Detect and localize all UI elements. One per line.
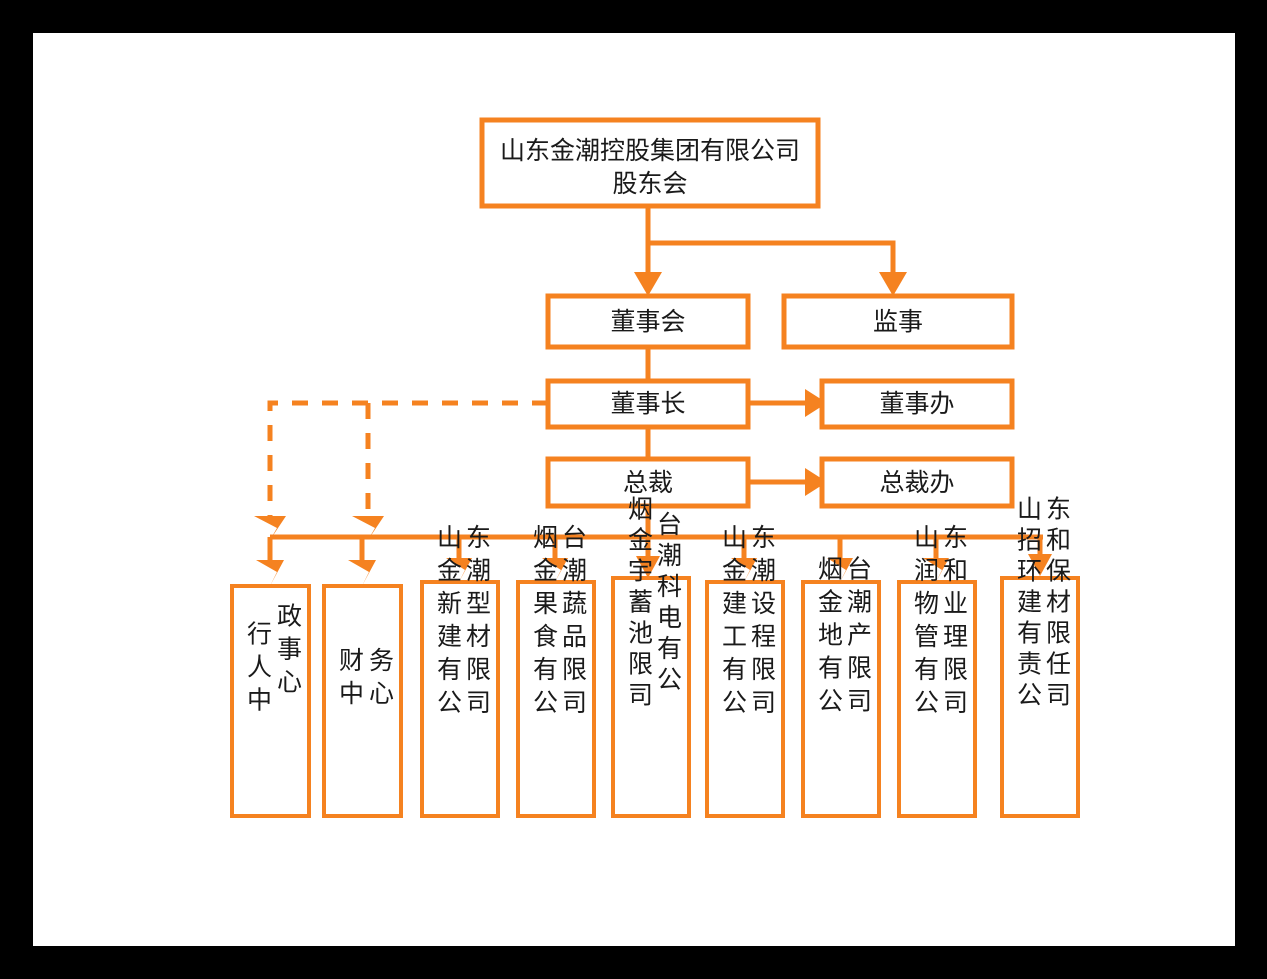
diagram-canvas: 山东金潮控股集团有限公司 股东会 董事会 监事 董事长 董事办 [33,33,1235,946]
arrowhead-leaf-6 [731,558,757,582]
leaf-node-5[interactable]: 烟金宇蓄池限司 台潮科电有公 [611,496,691,818]
leaf-node-8-box[interactable] [897,580,977,818]
node-board-box[interactable] [545,293,751,350]
leaf-node-1-col-left: 行人中 [244,621,273,720]
leaf-node-8-col-left: 山润物管有公 [911,524,940,722]
leaf-node-9-box[interactable] [1000,576,1080,818]
node-president-office-box[interactable] [819,456,1015,509]
leaf-node-5-col-right: 台潮科电有公 [654,511,683,697]
leaf-node-4-col-left: 烟金果食有公 [530,524,559,722]
arrowhead-leaf-4 [542,558,568,582]
leaf-node-2-col-right: 务心 [366,647,395,713]
node-supervisor[interactable]: 监事 [781,293,1015,350]
node-supervisor-label: 监事 [873,307,923,336]
leaf-node-6-col-left: 山金建工有公 [719,524,748,722]
node-board-label: 董事会 [610,307,685,336]
arrowhead-leaf-1 [256,560,284,586]
node-chairman-office-label: 董事办 [879,389,954,418]
node-president-office-label: 总裁办 [879,468,954,497]
arrowhead-chairman-office [805,389,827,417]
node-president-office[interactable]: 总裁办 [819,456,1015,509]
node-chairman-office-box[interactable] [819,378,1015,430]
node-chairman-office[interactable]: 董事办 [819,378,1015,430]
node-supervisor-box[interactable] [781,293,1015,350]
leaf-node-3-col-right: 东潮型材限司 [463,524,492,722]
node-chairman-label: 董事长 [610,389,685,418]
leaf-node-3-box[interactable] [420,580,500,818]
leaf-node-9-col-right: 东和保材限任司 [1043,496,1072,713]
leaf-node-3[interactable]: 山金新建有公 东潮型材限司 [420,524,500,818]
leaf-node-4-box[interactable] [516,580,596,818]
leaf-node-1[interactable]: 行人中 政事心 [230,584,311,818]
arrowhead-leaf-7 [827,558,853,582]
leaf-node-1-box[interactable] [230,584,311,818]
node-president[interactable]: 总裁 [545,456,751,509]
arrowhead-dashed-admin-hr [254,516,286,540]
leaf-node-7-box[interactable] [801,580,881,818]
leaf-drop-connectors [256,537,1052,586]
leaf-node-8[interactable]: 山润物管有公 东和业理限司 [897,524,977,818]
arrowhead-leaf-9 [1028,554,1052,576]
leaf-node-9-col-left: 山招环建有责公 [1014,496,1043,713]
leaf-node-7[interactable]: 烟金地有公 台潮产限司 [801,556,881,818]
arrowhead-board [634,272,662,296]
leaf-node-2[interactable]: 财中 务心 [322,584,403,818]
leaf-node-6-box[interactable] [705,580,785,818]
leaf-node-6[interactable]: 山金建工有公 东潮设程限司 [705,524,785,818]
leaf-node-8-col-right: 东和业理限司 [940,524,969,722]
node-board[interactable]: 董事会 [545,293,751,350]
node-shareholders-label-line2: 股东会 [612,169,687,198]
node-chairman[interactable]: 董事长 [545,378,751,430]
leaf-node-6-col-right: 东潮设程限司 [748,524,777,722]
node-chairman-box[interactable] [545,378,751,430]
node-shareholders[interactable]: 山东金潮控股集团有限公司 股东会 [479,117,821,209]
arrowhead-leaf-5 [636,556,660,578]
node-shareholders-box[interactable] [479,117,821,209]
arrowhead-leaf-8 [923,558,949,582]
arrowhead-president-office [805,468,827,496]
arrowhead-supervisor [879,272,907,296]
leaf-node-3-col-left: 山金新建有公 [434,524,463,722]
leaf-node-2-box[interactable] [322,584,403,818]
connector-shareholders-split [648,240,896,272]
leaf-node-1-col-right: 政事心 [274,603,303,702]
leaf-node-7-col-right: 台潮产限司 [844,556,873,721]
arrowhead-leaf-3 [446,558,472,582]
arrowhead-leaf-2 [348,560,376,586]
leaf-node-7-col-left: 烟金地有公 [815,556,844,721]
node-shareholders-label-line1: 山东金潮控股集团有限公司 [500,136,800,165]
connector-dashed-chairman-branch [267,400,548,519]
leaf-nodes: 行人中 政事心 财中 务心 山金新建有公 东潮型材限司 烟金果食有公 台潮蔬品限 [230,496,1080,818]
node-president-label: 总裁 [623,468,673,497]
connector-layer [254,206,1052,586]
arrowhead-dashed-finance [352,516,384,540]
leaf-node-4[interactable]: 烟金果食有公 台潮蔬品限司 [516,524,596,818]
leaf-node-2-col-left: 财中 [336,647,365,713]
leaf-node-5-box[interactable] [611,576,691,818]
org-chart-svg: 山东金潮控股集团有限公司 股东会 董事会 监事 董事长 董事办 [230,117,1080,818]
leaf-node-9[interactable]: 山招环建有责公 东和保材限任司 [1000,496,1080,818]
node-president-box[interactable] [545,456,751,509]
leaf-node-5-col-left: 烟金宇蓄池限司 [625,496,654,713]
leaf-node-4-col-right: 台潮蔬品限司 [559,524,588,722]
